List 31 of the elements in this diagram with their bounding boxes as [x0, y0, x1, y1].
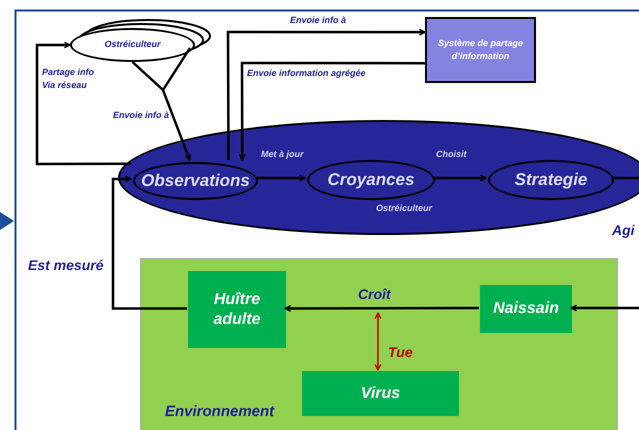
- edge-label: Met à jour: [261, 148, 304, 161]
- arrow: [433, 174, 487, 182]
- state-ellipse: Observations: [133, 162, 258, 200]
- ellipse-node: Ostréiculteur: [70, 28, 195, 62]
- arrow: [226, 28, 426, 160]
- action-label: Agi: [612, 221, 635, 240]
- arrow: [256, 174, 306, 182]
- state-ellipse: Strategie: [488, 160, 614, 200]
- state-ellipse: Croyances: [307, 160, 435, 200]
- entity-box: Huître adulte: [188, 271, 286, 348]
- entity-box: Virus: [302, 371, 459, 416]
- edge-label: Tue: [388, 343, 413, 362]
- edge-label: Envoie info à: [290, 14, 346, 27]
- arrow: [570, 304, 639, 312]
- process-box: Système de partage d’information: [425, 17, 536, 83]
- arrow: [284, 304, 479, 312]
- edge-label: Croît: [358, 285, 391, 304]
- edge-label: Partage info Via réseau: [42, 66, 96, 92]
- entity-box: Naissain: [480, 285, 572, 333]
- node-label: Environnement: [165, 402, 274, 422]
- arrow: [132, 61, 192, 161]
- edge-label: Est mesuré: [28, 256, 104, 275]
- arrow: [36, 42, 131, 166]
- environment-panel: [140, 258, 618, 430]
- edge-label: Envoie information agrégée: [247, 67, 366, 80]
- node-label: Ostréiculteur: [376, 202, 432, 215]
- edge-label: Choisit: [436, 148, 466, 161]
- arrow: [112, 176, 187, 310]
- arrow: [238, 62, 425, 161]
- arrow: [374, 312, 382, 371]
- edge-label: Envoie info à: [113, 109, 170, 122]
